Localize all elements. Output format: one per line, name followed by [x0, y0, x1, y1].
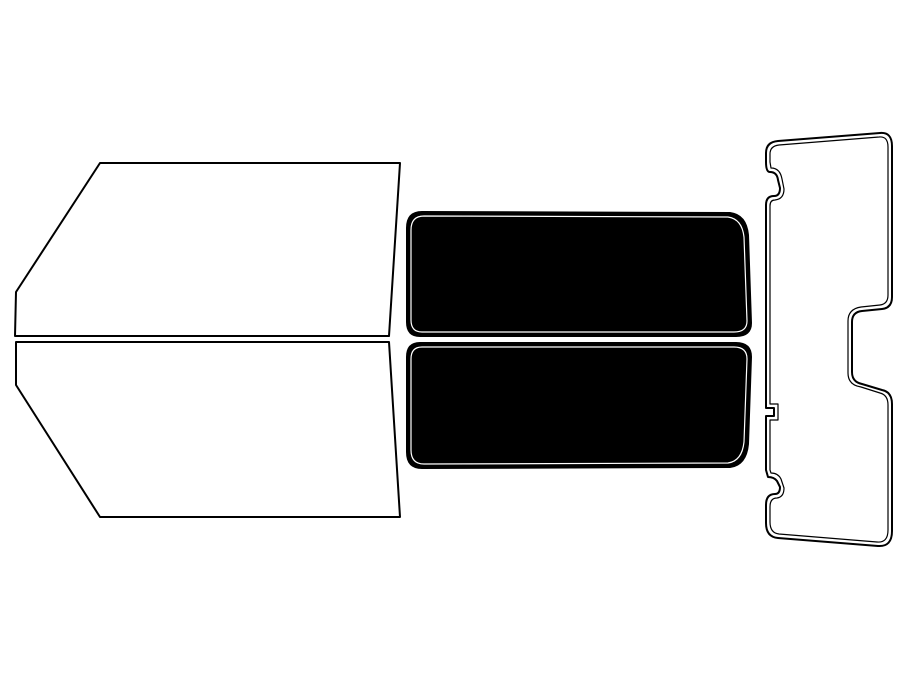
rear-right-door-window [406, 342, 752, 469]
tint-border [410, 215, 748, 333]
tint-fill [406, 342, 752, 469]
rear-windshield-inner-border [769, 136, 889, 543]
tint-border [410, 346, 748, 465]
rear-windshield [765, 131, 893, 548]
front-right-door-window [15, 341, 401, 518]
front-left-door-window [14, 162, 401, 337]
rear-left-door-window [406, 211, 752, 337]
tint-fill [406, 211, 752, 337]
